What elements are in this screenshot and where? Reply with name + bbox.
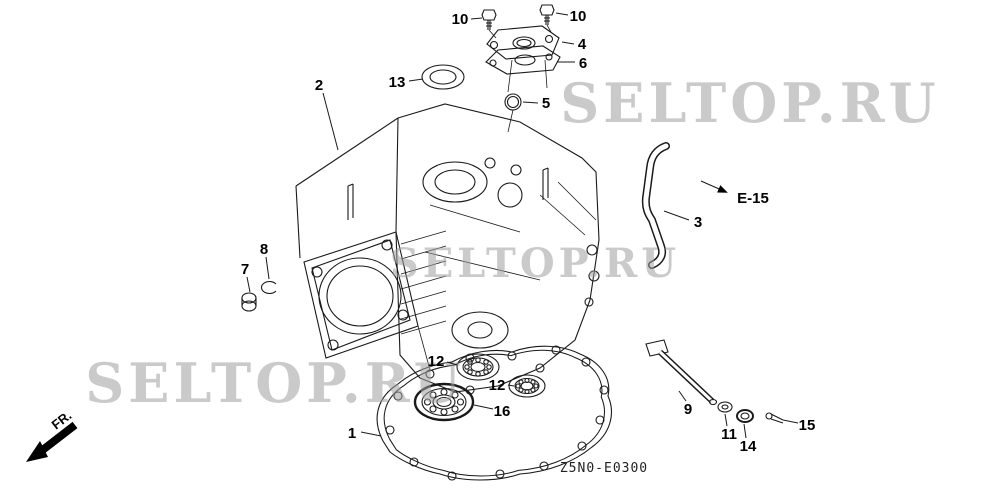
- part-callout-number: 7: [241, 261, 249, 278]
- plug-and-clip-drawing: [241, 280, 277, 312]
- watermark-text: SELTOP.RU: [560, 71, 939, 135]
- part-callout-number: 13: [389, 74, 406, 91]
- callout-leader-line: [678, 390, 687, 402]
- fr-direction-arrow: FR.: [26, 408, 78, 462]
- bearing-drawings: [413, 353, 546, 422]
- part-callout-number: 16: [494, 403, 511, 420]
- callout-leader-line: [507, 384, 515, 387]
- part-callout-number: 12: [428, 353, 445, 370]
- callout-leader-line: [265, 256, 270, 280]
- part-callout-number: 5: [542, 95, 550, 112]
- callout-leader-line: [446, 361, 458, 366]
- reference-arrow: [700, 180, 728, 193]
- part-callout-number: 12: [489, 377, 506, 394]
- callout-leader-line: [473, 404, 494, 410]
- callout-leader-line: [322, 92, 339, 151]
- part-callout-number: 8: [260, 241, 268, 258]
- callout-leader-line: [561, 41, 575, 45]
- callout-leader-line: [408, 78, 424, 82]
- breather-tube-drawing: [641, 142, 670, 269]
- crankcase-gasket-drawing: [376, 345, 612, 481]
- part-callout-number: 2: [315, 77, 323, 94]
- part-callout-number: 14: [740, 438, 757, 455]
- cylinder-block-drawing: [295, 103, 600, 395]
- reference-label: E-15: [737, 190, 769, 207]
- reference-e15: E-15: [700, 180, 769, 207]
- callout-leader-line: [743, 423, 747, 439]
- watermark-text: SELTOP.RU: [390, 240, 680, 287]
- part-callout-number: 4: [578, 36, 587, 53]
- part-callout-number: 10: [452, 11, 469, 28]
- part-callout-number: 11: [721, 426, 737, 443]
- callout-leader-line: [522, 101, 539, 104]
- breather-plate-drawing: [485, 25, 561, 133]
- part-callout-number: 9: [684, 401, 692, 418]
- watermark-layer: SELTOP.RU SELTOP.RU SELTOP.RU: [85, 71, 939, 415]
- part-callout-number: 6: [579, 55, 587, 72]
- callout-leader-line: [724, 413, 728, 427]
- callout-leader-line: [663, 210, 690, 221]
- part-callout-number: 10: [570, 8, 587, 25]
- part-callout-number: 1: [348, 425, 356, 442]
- diagram-code: Z5N0-E0300: [560, 461, 648, 476]
- drain-parts-drawing: [645, 339, 784, 424]
- part-callout-number: 3: [694, 214, 702, 231]
- callout-leader-line: [360, 431, 382, 437]
- o-ring-drawing: [504, 93, 522, 111]
- fr-arrow-icon: [26, 441, 48, 462]
- part-callout-number: 15: [799, 417, 816, 434]
- callout-leader-line: [782, 419, 799, 424]
- bolt-drawing: [481, 4, 555, 39]
- callout-leader-line: [246, 276, 251, 293]
- callout-leader-line: [470, 17, 483, 20]
- watermark-text: SELTOP.RU: [85, 351, 464, 415]
- callout-leader-line: [555, 12, 569, 16]
- oil-seal-drawing: [421, 64, 465, 90]
